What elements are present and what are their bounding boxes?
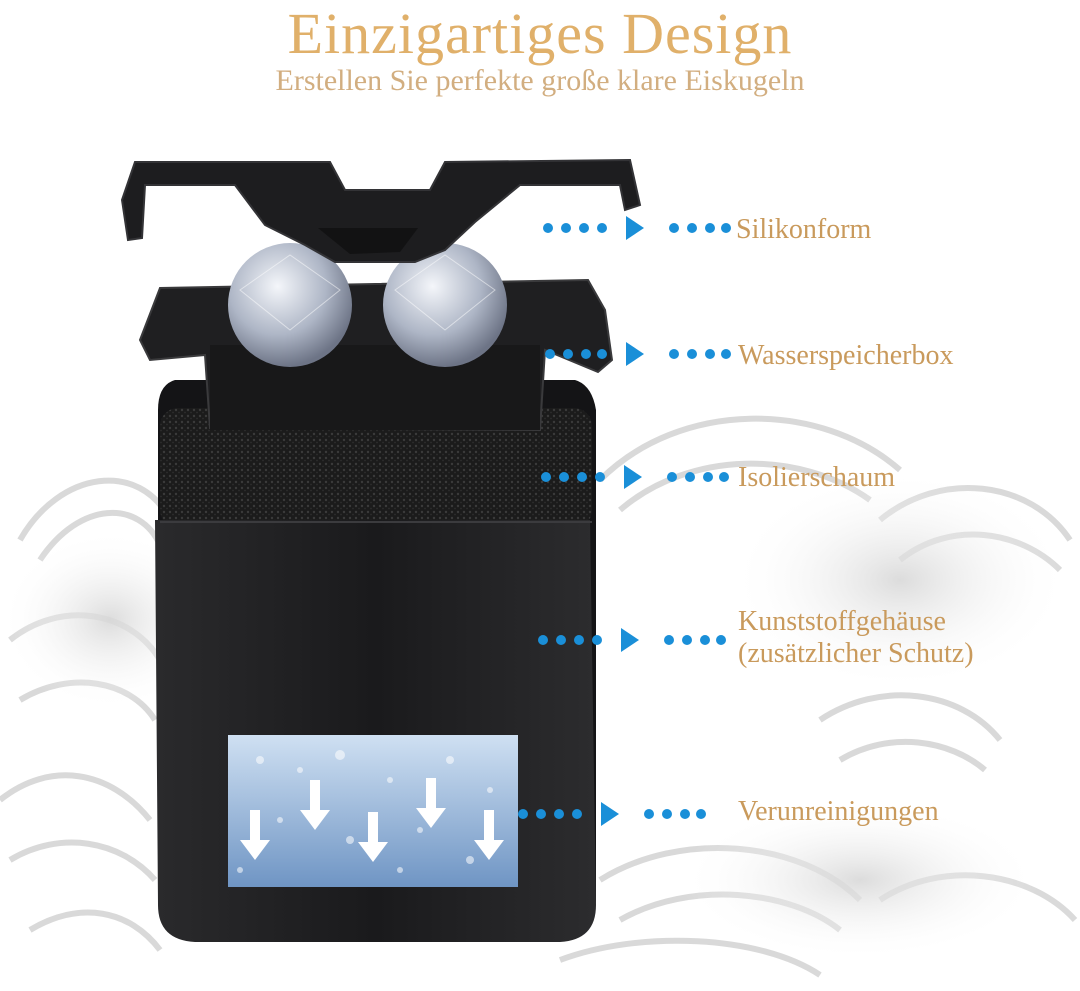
callout-label-line2: (zusätzlicher Schutz) bbox=[738, 638, 974, 669]
callout-label-line1: Kunststoffgehäuse bbox=[738, 606, 946, 637]
dotted-arrow-icon bbox=[538, 628, 726, 652]
dotted-arrow-icon bbox=[543, 216, 731, 240]
callout-label-wasserspeicherbox: Wasserspeicherbox bbox=[738, 340, 954, 371]
dotted-arrow-icon bbox=[518, 802, 706, 826]
down-arrow-icon bbox=[240, 778, 504, 862]
impurities-window bbox=[228, 735, 518, 887]
callout-label-silikonform: Silikonform bbox=[736, 214, 872, 245]
callout-label-kunststoffgehaeuse: Kunststoffgehäuse (zusätzlicher Schutz) bbox=[738, 606, 974, 670]
callout-label-verunreinigungen: Verunreinigungen bbox=[738, 796, 939, 827]
ice-ball-icon bbox=[228, 243, 507, 367]
page-subtitle: Erstellen Sie perfekte große klare Eisku… bbox=[275, 64, 805, 97]
dotted-arrow-icon bbox=[541, 465, 729, 489]
dotted-arrow-icon bbox=[545, 342, 731, 366]
callout-label-isolierschaum: Isolierschaum bbox=[738, 462, 896, 493]
page-title: Einzigartiges Design bbox=[287, 1, 793, 66]
